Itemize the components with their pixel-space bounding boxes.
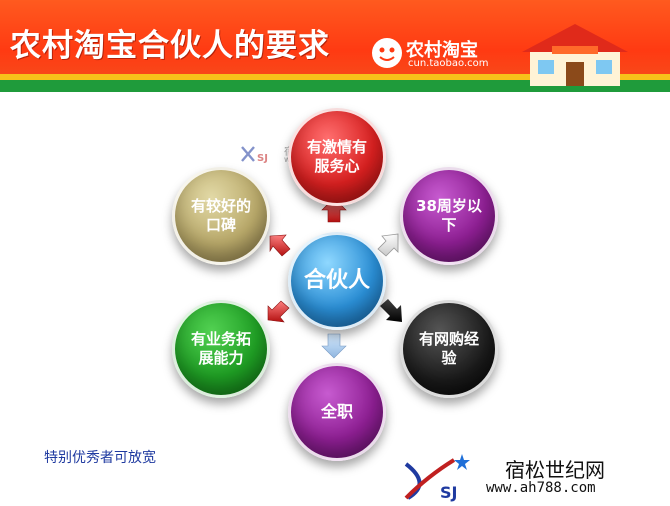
page-title: 农村淘宝合伙人的要求 <box>10 28 330 64</box>
watermark-large-url: www.ah788.com <box>486 480 596 496</box>
node-bottom-label: 全职 <box>320 402 353 421</box>
node-bottom: 全职 <box>288 363 386 461</box>
sj-logo-icon: SJ <box>241 146 268 164</box>
watermark-large-letters: SJ <box>440 483 457 502</box>
node-center: 合伙人 <box>288 232 386 330</box>
arrow-down <box>321 333 347 359</box>
node-left-lower-label: 有业务拓展能力 <box>190 330 251 367</box>
banner-yellow-stripe <box>0 74 670 80</box>
logo-name: 农村淘宝 <box>406 40 478 61</box>
sj-logo-large-icon: SJ <box>404 454 470 502</box>
house-icon <box>522 24 628 86</box>
node-right-lower: 有网购经验 <box>400 300 498 398</box>
header-banner: 农村淘宝合伙人的要求 农村淘宝 cun.taobao.com <box>0 0 670 92</box>
arrow-upper-left <box>269 234 291 257</box>
node-top-label: 有激情有服务心 <box>306 138 367 175</box>
node-left-lower: 有业务拓展能力 <box>172 300 270 398</box>
watermark-small-letters: SJ <box>257 153 268 164</box>
watermark-large: SJ 宿松世纪网 www.ah788.com <box>402 450 664 502</box>
logo-url: cun.taobao.com <box>408 58 489 69</box>
node-center-label: 合伙人 <box>303 268 370 294</box>
node-top: 有激情有服务心 <box>288 108 386 206</box>
arrow-lower-right <box>380 299 402 322</box>
arrow-upper-right <box>377 233 399 257</box>
banner-green-stripe <box>0 80 670 92</box>
footer-note: 特别优秀者可放宽 <box>44 450 156 466</box>
node-right-upper: 38周岁以下 <box>400 167 498 265</box>
arrow-lower-left <box>267 300 290 323</box>
taobao-logo: 农村淘宝 cun.taobao.com <box>370 36 510 76</box>
watermark-large-name: 宿松世纪网 <box>505 458 605 482</box>
node-left-upper-label: 有较好的口碑 <box>190 197 251 234</box>
node-right-upper-label: 38周岁以下 <box>416 197 482 234</box>
node-left-upper: 有较好的口碑 <box>172 167 270 265</box>
taobao-mascot-icon <box>372 38 402 68</box>
node-right-lower-label: 有网购经验 <box>418 330 479 367</box>
